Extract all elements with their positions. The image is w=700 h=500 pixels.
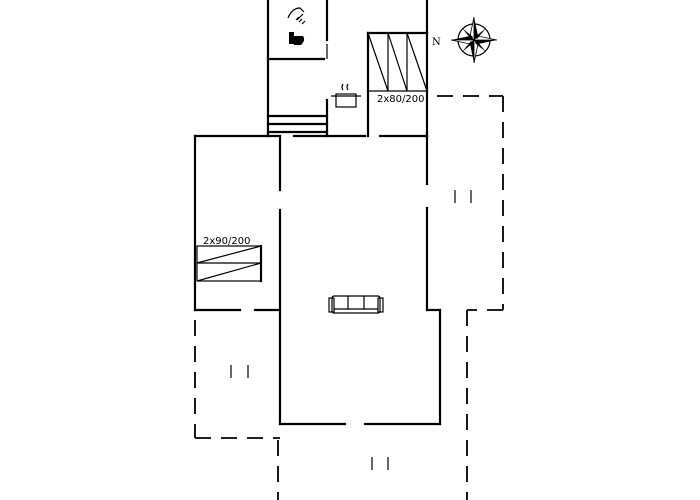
main-walls: [193, 134, 442, 426]
terrace-left: [194, 320, 280, 439]
toilet-icon: [289, 32, 305, 45]
cooking-pot-icon: [331, 83, 361, 108]
bed-label-2x90: 2x90/200: [203, 236, 250, 247]
compass-rose-icon: [450, 16, 498, 64]
sofa-icon: [328, 295, 384, 314]
north-label: N: [432, 37, 441, 48]
bathroom: [266, 0, 329, 138]
kitchen-area: [366, 0, 429, 138]
terrace-right: [437, 95, 504, 500]
bed-label-2x80: 2x80/200: [377, 94, 424, 105]
terrace-bottom: [277, 440, 389, 500]
shower-icon: [287, 7, 306, 25]
bed-2x90: [196, 244, 263, 283]
